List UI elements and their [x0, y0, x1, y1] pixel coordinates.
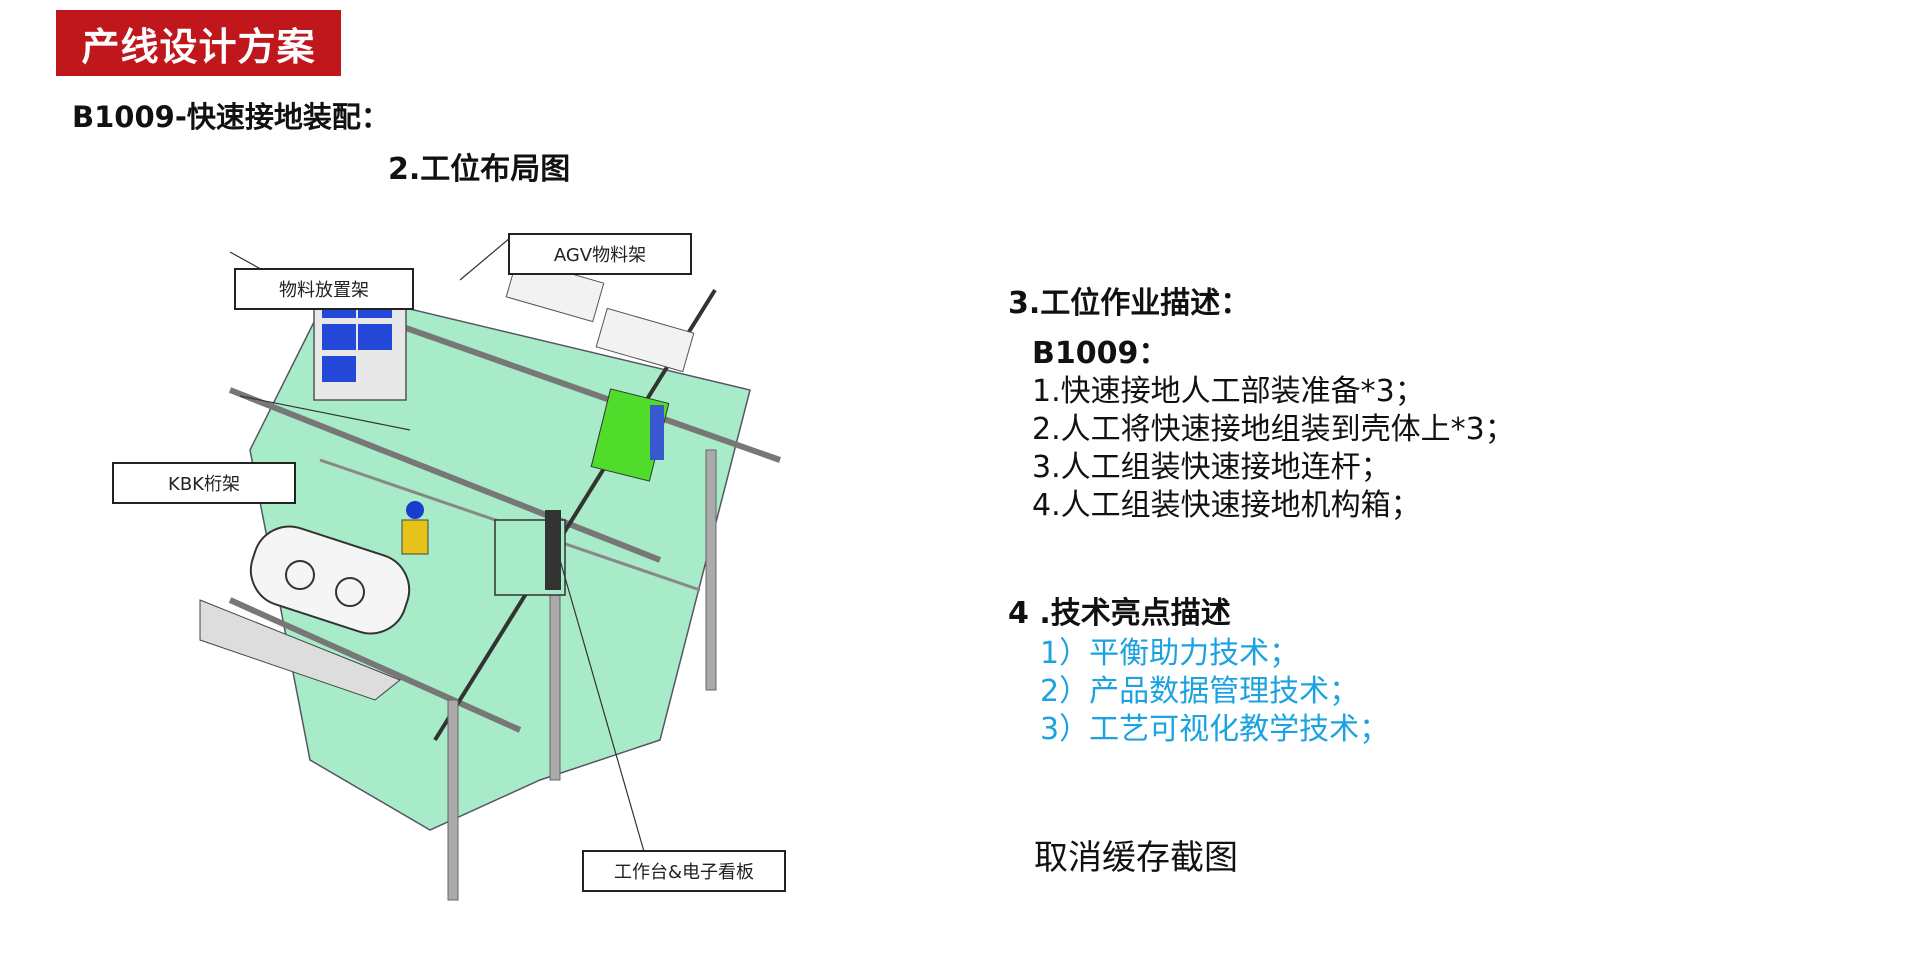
work-description-heading: 3.工位作业描述： [1008, 286, 1251, 321]
layout-drawing [199, 237, 781, 901]
leader-line [459, 237, 511, 281]
agv-rack [595, 307, 695, 373]
highlight-item: 2）产品数据管理技术； [1040, 674, 1360, 709]
callout-kbk-frame: KBK桁架 [112, 462, 296, 504]
housing-port [335, 577, 365, 607]
cancel-cache-screenshot-text: 取消缓存截图 [1034, 838, 1238, 878]
housing-port [285, 560, 315, 590]
work-item: 4.人工组装快速接地机构箱； [1032, 488, 1421, 523]
diagram-title: 2.工位布局图 [388, 152, 571, 187]
electronic-board [545, 510, 561, 590]
work-item: 3.人工组装快速接地连杆； [1032, 450, 1391, 485]
workstation-layout-diagram: AGV物料架 物料放置架 KBK桁架 工作台&电子看板 [100, 220, 800, 910]
assembly-station-blue [650, 405, 664, 460]
support-leg [705, 449, 717, 691]
rack-bin [358, 324, 392, 350]
leader-line [559, 559, 646, 856]
highlight-item: 1）平衡助力技术； [1040, 636, 1300, 671]
work-item: 1.快速接地人工部装准备*3； [1032, 374, 1425, 409]
work-item: 2.人工将快速接地组装到壳体上*3； [1032, 412, 1515, 447]
leader-line [239, 395, 411, 431]
product-housing [249, 525, 411, 635]
highlights-heading: 4 .技术亮点描述 [1008, 596, 1231, 631]
work-model-label: B1009： [1032, 336, 1169, 371]
worker-body [401, 519, 429, 555]
callout-agv-rack: AGV物料架 [508, 233, 692, 275]
highlight-item: 3）工艺可视化教学技术； [1040, 712, 1390, 747]
rail-middle [228, 387, 662, 563]
callout-workbench: 工作台&电子看板 [582, 850, 786, 892]
worker-head [406, 501, 424, 519]
page-title: 产线设计方案 [56, 10, 341, 76]
callout-material-rack: 物料放置架 [234, 268, 414, 310]
rail-lower [228, 597, 522, 733]
support-leg [447, 699, 459, 901]
rack-bin [322, 356, 356, 382]
product-subtitle: B1009-快速接地装配： [72, 100, 390, 134]
rack-bin [322, 324, 356, 350]
base-conveyor [199, 599, 401, 701]
